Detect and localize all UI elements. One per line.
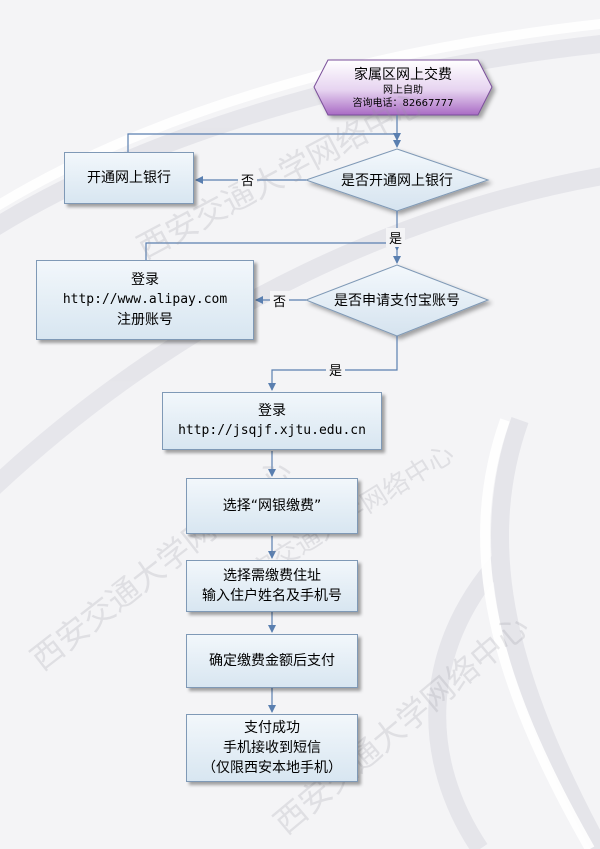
address-box: 选择需缴费住址 输入住户姓名及手机号 xyxy=(186,560,358,612)
confirm-pay-box: 确定缴费金额后支付 xyxy=(186,634,358,688)
select-payment-box: 选择“网银缴费” xyxy=(186,478,358,534)
alipay-register-box: 登录 http://www.alipay.com 注册账号 xyxy=(36,260,254,340)
start-title: 家属区网上交费 xyxy=(354,66,452,83)
confirm-pay-text: 确定缴费金额后支付 xyxy=(209,653,335,669)
select-payment-text: 选择“网银缴费” xyxy=(222,498,322,514)
address-line2: 输入住户姓名及手机号 xyxy=(202,588,342,604)
success-box: 支付成功 手机接收到短信 （仅限西安本地手机） xyxy=(186,714,358,782)
login-box: 登录 http://jsqjf.xjtu.edu.cn xyxy=(162,392,382,450)
alipay-register-text: 注册账号 xyxy=(117,312,173,328)
login-text: 登录 xyxy=(258,403,286,419)
start-phone: 咨询电话：82667777 xyxy=(352,97,454,109)
start-node: 家属区网上交费 网上自助 咨询电话：82667777 xyxy=(314,60,492,115)
alipay-login-text: 登录 xyxy=(131,272,159,288)
success-line1: 支付成功 xyxy=(244,720,300,736)
yes-label: 是 xyxy=(386,228,406,247)
yes-label: 是 xyxy=(326,360,346,379)
no-label: 否 xyxy=(270,291,290,310)
success-line3: （仅限西安本地手机） xyxy=(202,760,342,776)
background-swooshes xyxy=(0,35,600,849)
alipay-url: http://www.alipay.com xyxy=(62,292,228,307)
start-subtitle: 网上自助 xyxy=(383,84,423,96)
login-url: http://jsqjf.xjtu.edu.cn xyxy=(178,423,366,438)
address-line1: 选择需缴费住址 xyxy=(223,568,321,584)
decision-alipay: 是否申请支付宝账号 xyxy=(334,293,460,309)
connectors xyxy=(127,115,401,713)
open-bank-box: 开通网上银行 xyxy=(64,152,194,204)
start-shape xyxy=(313,59,493,116)
decision-bank: 是否开通网上银行 xyxy=(341,173,453,189)
no-label: 否 xyxy=(238,170,258,189)
open-bank-text: 开通网上银行 xyxy=(87,170,171,186)
success-line2: 手机接收到短信 xyxy=(223,740,321,756)
